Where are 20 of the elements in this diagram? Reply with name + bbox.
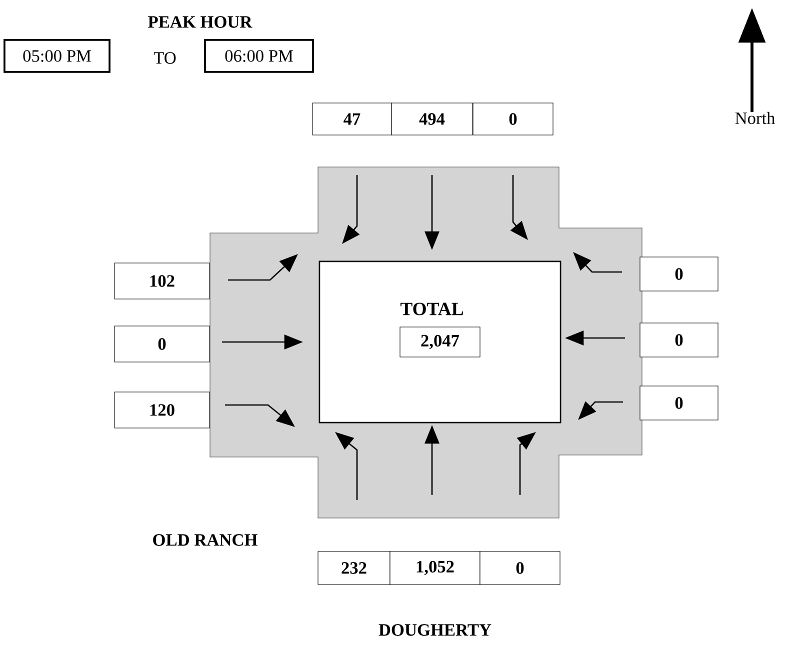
time-box: 06:00 PM	[204, 39, 314, 73]
time-box: 05:00 PM	[4, 39, 110, 73]
count-cell: 102	[114, 262, 210, 300]
count-cell: 0	[640, 386, 718, 420]
count-cell: 1,052	[390, 551, 480, 585]
count-cell: 2,047	[400, 326, 480, 358]
count-cell: 494	[391, 102, 473, 136]
count-cell: 120	[114, 392, 210, 428]
count-cell: 0	[640, 322, 718, 358]
count-cell: 0	[472, 102, 554, 136]
count-cell: 47	[312, 102, 392, 136]
label: TO	[154, 52, 176, 64]
compass-label: North	[735, 112, 775, 124]
street-name: OLD RANCH	[153, 534, 258, 546]
count-cell: 0	[480, 551, 560, 585]
count-cell: 0	[640, 256, 718, 292]
count-cell: 232	[318, 551, 390, 585]
count-cell: 0	[114, 326, 210, 362]
heading: PEAK HOUR	[148, 16, 252, 28]
street-name: DOUGHERTY	[378, 624, 492, 636]
